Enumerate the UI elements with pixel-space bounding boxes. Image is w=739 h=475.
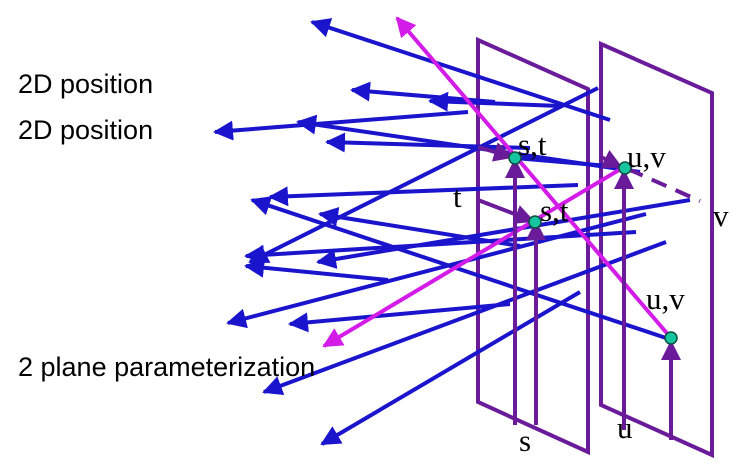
intersection-points xyxy=(508,151,678,345)
st-label-lower: s,t xyxy=(540,193,569,228)
position-label-2: 2D position xyxy=(18,115,153,145)
st-point-upper xyxy=(508,151,522,165)
ray xyxy=(350,81,496,104)
ray xyxy=(262,240,667,396)
highlight-rays xyxy=(322,16,673,348)
v-axis-dashes xyxy=(627,167,701,203)
u-axis-label: u xyxy=(617,410,633,445)
t-axis-label: t xyxy=(453,179,462,214)
uv-label-upper: u,v xyxy=(627,139,666,174)
uv-point-upper xyxy=(618,161,632,175)
uv-label-lower: u,v xyxy=(646,281,685,316)
ray xyxy=(428,91,561,112)
st-label-upper: s,t xyxy=(518,127,547,162)
t-arrow-lower xyxy=(477,198,535,224)
position-label-1: 2D position xyxy=(18,69,153,99)
uv-plane xyxy=(599,40,714,459)
ray xyxy=(244,230,637,265)
s-axis-label: s xyxy=(519,423,531,458)
v-axis-label: v xyxy=(713,198,729,233)
t-arrow-upper xyxy=(477,142,514,162)
v-arrow xyxy=(600,150,623,169)
highlight-ray xyxy=(322,165,626,348)
ray xyxy=(244,257,389,282)
ray xyxy=(248,86,599,264)
ray xyxy=(316,198,691,269)
ray xyxy=(250,196,667,340)
st-point-lower xyxy=(528,215,542,229)
uv-point-lower xyxy=(664,331,678,345)
ray xyxy=(310,18,611,122)
st-plane xyxy=(476,36,590,456)
parameterization-label: 2 plane parameterization xyxy=(18,352,315,382)
ray xyxy=(320,290,582,446)
ray xyxy=(288,302,511,333)
coordinate-arrows xyxy=(477,142,701,440)
rays xyxy=(213,18,691,446)
ray xyxy=(268,183,579,207)
ray xyxy=(226,212,647,329)
ray xyxy=(213,110,469,141)
